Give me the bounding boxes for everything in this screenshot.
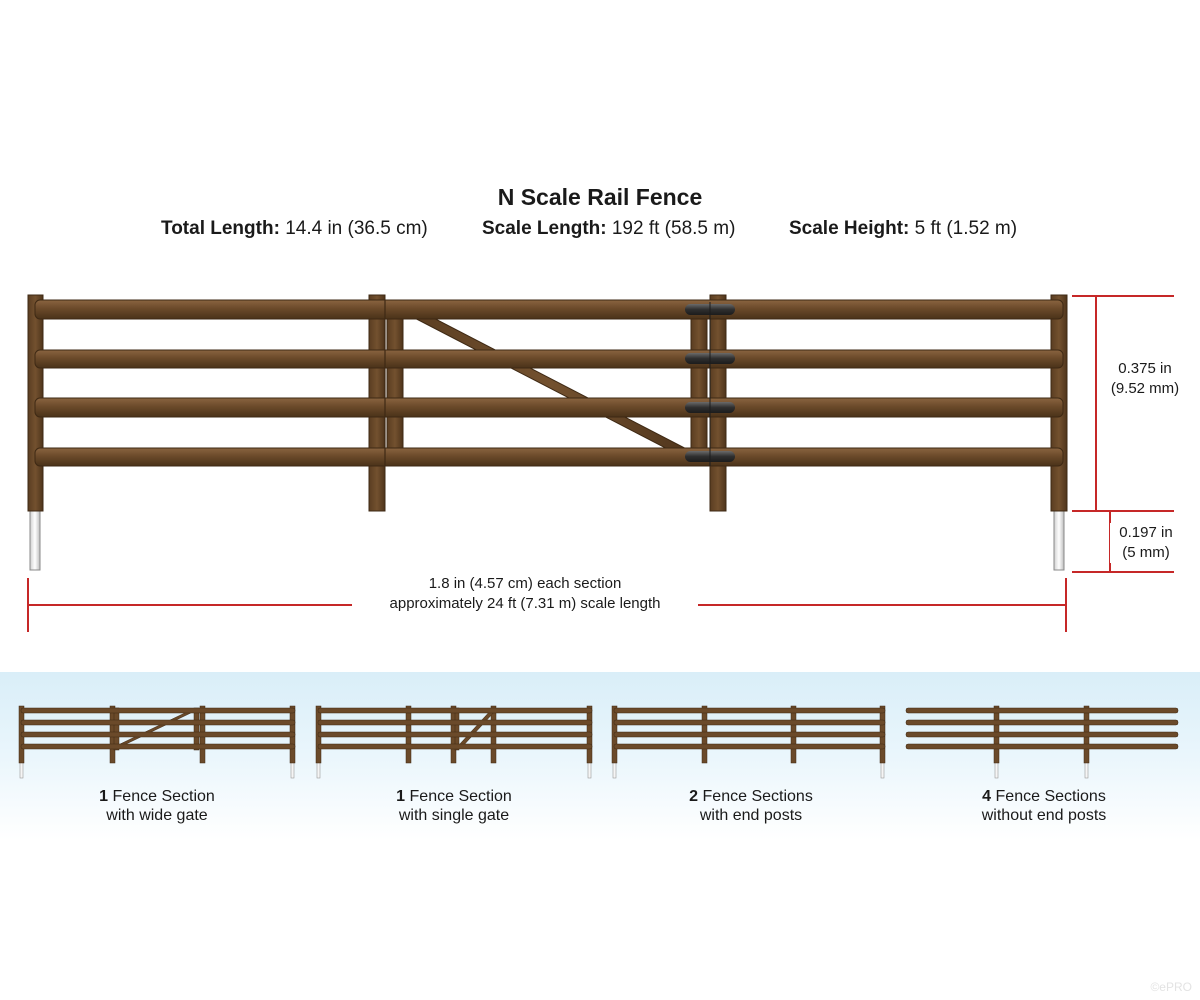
- height-dimension-mm: (9.52 mm): [1110, 380, 1180, 397]
- variant-count: 1: [396, 788, 406, 805]
- variant-single-gate-image: [315, 705, 593, 779]
- variant-count: 2: [689, 788, 699, 805]
- length-dimension-scale: approximately 24 ft (7.31 m) scale lengt…: [389, 595, 661, 612]
- diagram-title: N Scale Rail Fence: [497, 184, 703, 210]
- variant-end-posts-image: [611, 705, 886, 779]
- height-dimension: [1072, 295, 1174, 573]
- variant-line1: Fence Section: [409, 788, 512, 805]
- scale-length-spec: Scale Length: 192 ft (58.5 m): [482, 218, 735, 240]
- watermark: ©ePRO: [1150, 980, 1192, 994]
- scale-length-value: 192 ft (58.5 m): [611, 218, 736, 239]
- variant-line1: Fence Sections: [995, 788, 1106, 805]
- right-mount-pin: [1053, 509, 1065, 571]
- post-dimension-mm: (5 mm): [1122, 544, 1170, 561]
- variant-count: 1: [99, 788, 109, 805]
- variant-line1: Fence Sections: [702, 788, 813, 805]
- fence-rail: [34, 349, 1064, 369]
- fence-rail: [34, 447, 1064, 467]
- variant-caption-end-posts: 2 Fence Sections with end posts: [611, 787, 891, 825]
- scale-height-spec: Scale Height: 5 ft (1.52 m): [789, 218, 1017, 240]
- gate-diagonal-brace: [402, 311, 701, 457]
- length-dimension-label: 1.8 in (4.57 cm) each section approximat…: [352, 574, 698, 614]
- height-dimension-label: 0.375 in (9.52 mm): [1098, 359, 1192, 399]
- length-dimension-section: 1.8 in (4.57 cm) each section: [428, 575, 622, 592]
- post-dimension-inches: 0.197 in: [1119, 524, 1173, 541]
- total-length-label: Total Length:: [161, 218, 280, 239]
- scale-height-value: 5 ft (1.52 m): [914, 218, 1018, 239]
- gate-stile-left: [386, 299, 404, 467]
- variant-wide-gate-image: [18, 705, 296, 779]
- variant-line2: without end posts: [981, 807, 1107, 824]
- variant-no-end-posts-image: [905, 705, 1179, 779]
- scale-height-label: Scale Height:: [789, 218, 910, 239]
- scale-length-label: Scale Length:: [482, 218, 607, 239]
- variant-caption-wide-gate: 1 Fence Section with wide gate: [17, 787, 297, 825]
- fence-rail: [34, 299, 1064, 320]
- gate-stile-right: [690, 299, 708, 467]
- variant-line2: with end posts: [699, 807, 803, 824]
- height-dimension-inches: 0.375 in: [1118, 360, 1172, 377]
- post-dimension-label: 0.197 in (5 mm): [1110, 523, 1182, 563]
- variant-caption-no-end-posts: 4 Fence Sections without end posts: [904, 787, 1184, 825]
- length-dimension: [27, 578, 1067, 632]
- variant-count: 4: [982, 788, 992, 805]
- variant-line2: with wide gate: [106, 807, 208, 824]
- fence-diagram: [27, 294, 1174, 632]
- total-length-value: 14.4 in (36.5 cm): [285, 218, 428, 239]
- fence-rail: [34, 397, 1064, 418]
- variant-line2: with single gate: [398, 807, 510, 824]
- variant-line1: Fence Section: [112, 788, 215, 805]
- variant-caption-single-gate: 1 Fence Section with single gate: [314, 787, 594, 825]
- left-mount-pin: [29, 509, 41, 571]
- total-length-spec: Total Length: 14.4 in (36.5 cm): [161, 218, 428, 240]
